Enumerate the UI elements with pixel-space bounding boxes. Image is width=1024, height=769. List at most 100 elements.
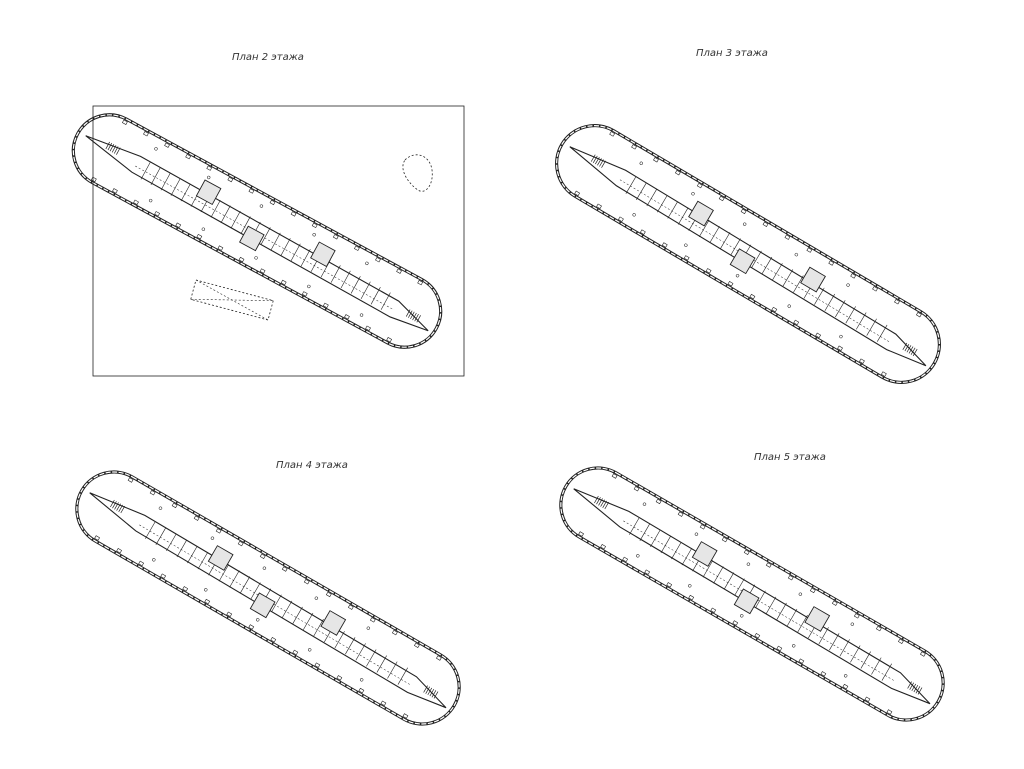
column-mark xyxy=(269,199,276,206)
column-mark xyxy=(226,611,233,618)
site-boundary-frame xyxy=(92,105,465,377)
column-mark xyxy=(154,211,161,217)
column-mark xyxy=(237,540,244,547)
shaft-block xyxy=(195,179,222,206)
stair-step xyxy=(427,687,433,696)
partition-line xyxy=(290,243,301,261)
partition-line xyxy=(667,201,678,219)
stair-step xyxy=(909,682,914,690)
column-mark xyxy=(301,291,308,297)
partition-line xyxy=(187,546,198,564)
partition-line xyxy=(636,182,647,200)
corridor-line xyxy=(619,179,891,343)
column-mark xyxy=(347,604,354,610)
partition-line xyxy=(210,200,221,218)
stair-step xyxy=(116,503,121,511)
partition-line xyxy=(230,210,241,229)
column-mark xyxy=(798,658,805,664)
stair-step xyxy=(118,504,124,512)
column-mark xyxy=(754,633,761,639)
partition-line xyxy=(702,560,714,578)
column-mark xyxy=(375,257,381,263)
core-outline xyxy=(85,135,429,332)
shaft-block xyxy=(729,248,756,275)
plan-floor-5 xyxy=(559,466,945,722)
column-mark xyxy=(743,549,750,555)
column-mark xyxy=(193,515,200,521)
column-mark xyxy=(206,165,213,171)
stair-step xyxy=(114,502,119,510)
partition-line xyxy=(370,287,381,305)
plan-title-floor-2: План 2 этажа xyxy=(232,52,304,63)
column-mark xyxy=(820,671,827,677)
column-mark xyxy=(353,245,360,251)
stair-step xyxy=(599,159,604,167)
column-mark xyxy=(762,221,769,227)
partition-line xyxy=(786,608,798,627)
column-mark xyxy=(674,169,681,176)
furniture-mark xyxy=(684,243,688,247)
column-mark xyxy=(436,655,442,661)
partition-line xyxy=(835,300,846,318)
partition-line xyxy=(829,633,840,651)
stair-step xyxy=(904,343,910,352)
partition-line xyxy=(719,232,731,250)
core-outline xyxy=(89,492,447,709)
column-mark xyxy=(314,662,321,668)
column-mark xyxy=(116,548,123,554)
column-mark xyxy=(859,358,865,364)
stair-step xyxy=(912,348,918,357)
stair-step xyxy=(429,688,435,697)
column-mark xyxy=(281,566,288,572)
column-mark xyxy=(171,502,178,509)
stair-step xyxy=(431,690,437,698)
partition-line xyxy=(270,232,281,251)
core-outline xyxy=(573,488,931,705)
partition-line xyxy=(650,529,661,548)
partition-line xyxy=(818,627,829,645)
column-mark xyxy=(196,233,203,240)
column-mark xyxy=(815,332,822,339)
stair-step xyxy=(109,144,115,152)
furniture-mark xyxy=(201,227,206,231)
plan-floor-2 xyxy=(71,113,443,349)
stair-step xyxy=(908,346,914,354)
column-mark xyxy=(358,687,365,694)
column-mark xyxy=(217,245,224,251)
shaft-block xyxy=(800,266,826,293)
partition-line xyxy=(334,631,345,649)
partition-line xyxy=(355,643,366,661)
furniture-mark xyxy=(743,222,747,226)
partition-line xyxy=(250,582,261,600)
stair-step xyxy=(113,146,119,154)
furniture-mark xyxy=(688,584,692,588)
column-mark xyxy=(204,598,211,605)
furniture-mark xyxy=(694,532,699,536)
stair-step xyxy=(425,686,430,694)
furniture-mark xyxy=(632,213,636,217)
envelope-mullions xyxy=(76,471,460,725)
furniture-mark xyxy=(636,554,640,558)
column-mark xyxy=(749,293,756,300)
column-mark xyxy=(622,556,629,563)
partition-line xyxy=(629,517,640,535)
corridor-line xyxy=(623,520,896,682)
partition-line xyxy=(751,250,762,268)
furniture-mark xyxy=(639,161,643,165)
column-mark xyxy=(386,337,393,343)
column-mark xyxy=(402,713,409,719)
column-mark xyxy=(705,268,712,274)
column-mark xyxy=(828,260,835,266)
stair-step xyxy=(112,501,117,509)
column-mark xyxy=(175,222,182,228)
partition-line xyxy=(380,292,391,310)
partition-line xyxy=(340,270,351,289)
furniture-mark xyxy=(850,622,854,626)
stair-step xyxy=(410,311,415,320)
column-mark xyxy=(325,591,332,598)
partition-line xyxy=(876,324,888,342)
column-mark xyxy=(344,314,350,320)
partition-line xyxy=(366,649,377,667)
column-mark xyxy=(666,582,673,588)
